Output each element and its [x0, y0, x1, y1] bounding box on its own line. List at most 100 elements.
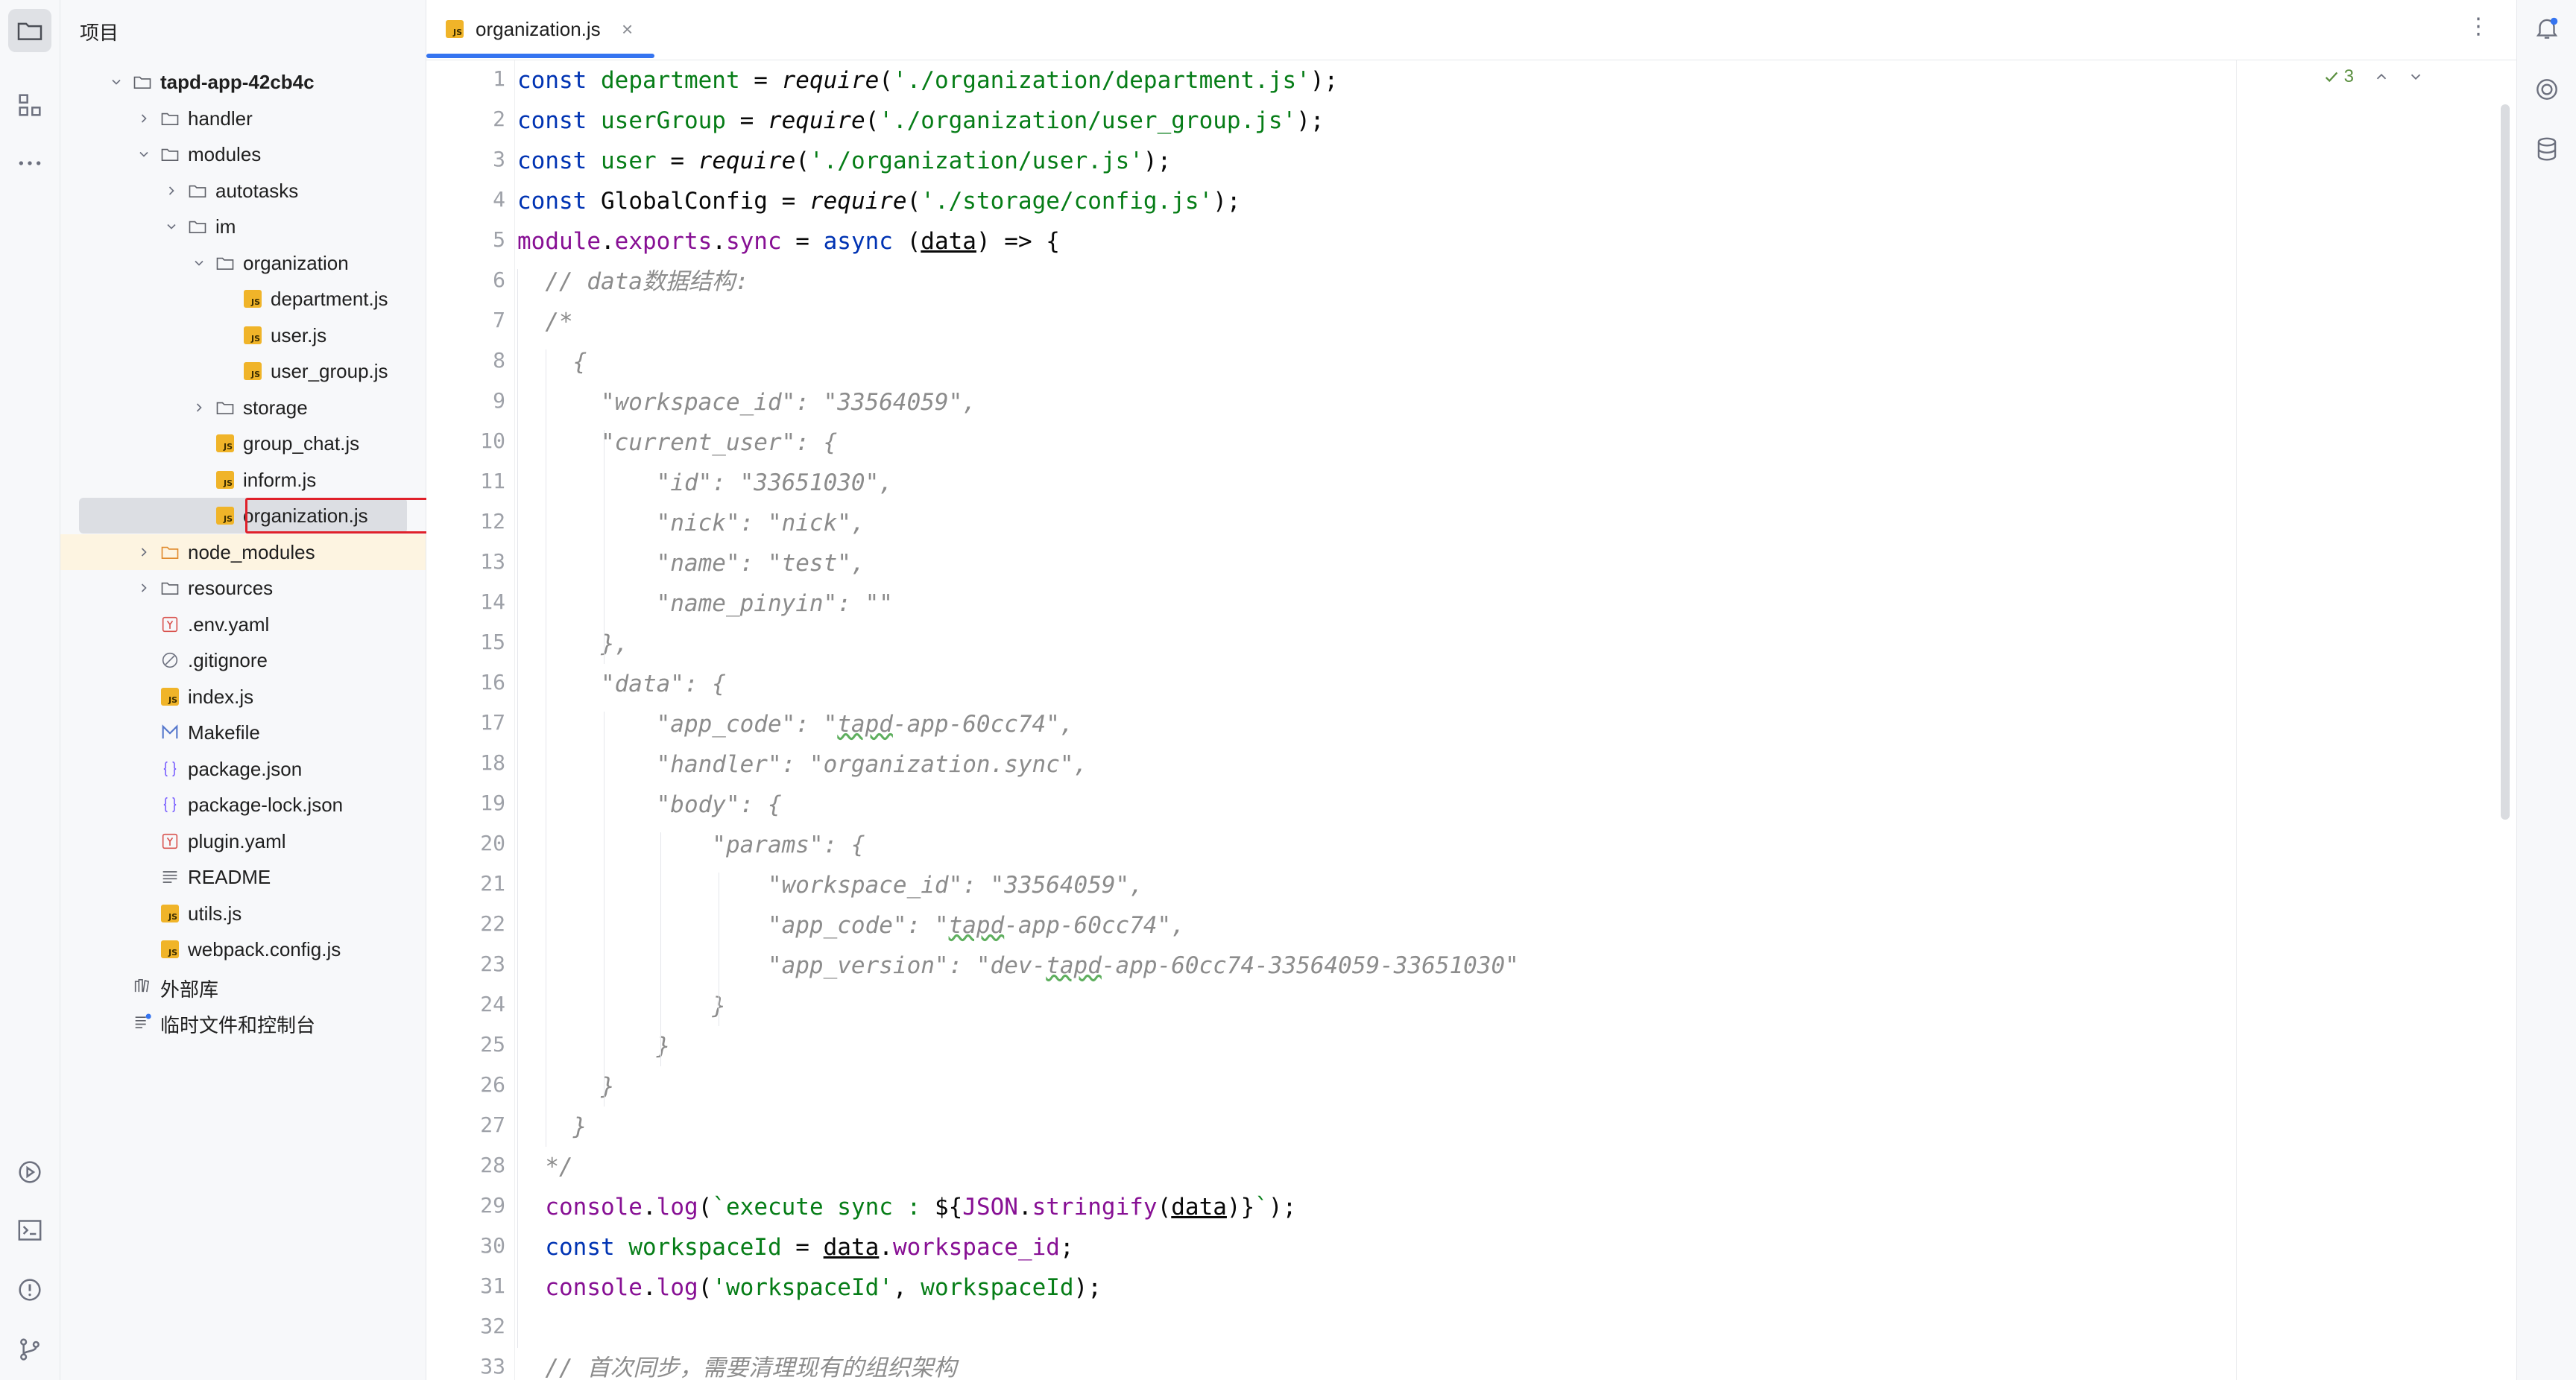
tree-item-modules[interactable]: modules	[60, 136, 426, 172]
code-line[interactable]: const workspaceId = data.workspace_id;	[545, 1234, 1074, 1261]
code-line[interactable]: const department = require('./organizati…	[517, 67, 1339, 94]
tree-item-[interactable]: 临时文件和控制台	[60, 1004, 426, 1039]
tree-item-label: modules	[188, 143, 262, 165]
code-line[interactable]: }	[517, 993, 726, 1019]
code-line[interactable]: "name_pinyin": ""	[517, 590, 893, 617]
chevron-right-icon[interactable]	[136, 580, 152, 596]
tree-item-tapd-app-42cb4c[interactable]: tapd-app-42cb4c	[60, 64, 426, 100]
code-line[interactable]: "current_user": {	[517, 429, 838, 456]
code-line[interactable]: }	[517, 1033, 671, 1060]
structure-tool-button[interactable]	[8, 83, 51, 127]
chevron-down-icon[interactable]	[2408, 69, 2424, 85]
tree-item-label: .gitignore	[188, 649, 268, 671]
tree-item-package-json[interactable]: package.json	[60, 751, 426, 787]
tab-more-icon[interactable]: ⋮	[2467, 14, 2490, 39]
code-line[interactable]: const userGroup = require('./organizatio…	[517, 107, 1325, 134]
chevron-down-icon[interactable]	[191, 255, 207, 271]
ai-assistant-button[interactable]	[2529, 72, 2565, 107]
tree-item-im[interactable]: im	[60, 209, 426, 244]
tree-item-package-lock-json[interactable]: package-lock.json	[60, 787, 426, 823]
code-line[interactable]: const user = require('./organization/use…	[517, 148, 1172, 174]
database-button[interactable]	[2529, 131, 2565, 167]
code-line[interactable]: */	[545, 1153, 573, 1180]
code-line[interactable]: "params": {	[517, 832, 865, 858]
code-line[interactable]: "handler": "organization.sync",	[517, 751, 1088, 778]
line-number: 33	[480, 1354, 505, 1379]
tree-item-env-yaml[interactable]: .env.yaml	[60, 607, 426, 642]
tab-organization-js[interactable]: JS organization.js ×	[426, 0, 654, 60]
tab-close-icon[interactable]: ×	[622, 18, 634, 40]
more-tools-button[interactable]	[8, 142, 51, 185]
tree-item-handler[interactable]: handler	[60, 101, 426, 136]
code-line[interactable]: /*	[545, 308, 573, 335]
tree-item-node-modules[interactable]: node_modules	[60, 534, 426, 570]
tree-item-label: group_chat.js	[243, 432, 360, 455]
json-file-icon	[160, 759, 180, 779]
tree-item-[interactable]: 外部库	[60, 968, 426, 1004]
line-number: 23	[480, 952, 505, 976]
tree-item-makefile[interactable]: Makefile	[60, 715, 426, 750]
inspection-widget[interactable]: 3	[2323, 66, 2424, 87]
tree-item-autotasks[interactable]: autotasks	[60, 173, 426, 209]
git-tool-button[interactable]	[8, 1328, 51, 1371]
tree-item-label: package.json	[188, 757, 303, 780]
notifications-button[interactable]	[2529, 10, 2565, 46]
tree-item-plugin-yaml[interactable]: plugin.yaml	[60, 823, 426, 859]
code-line[interactable]: module.exports.sync = async (data) => {	[517, 228, 1060, 255]
vertical-scrollbar[interactable]	[2501, 104, 2510, 820]
line-number: 22	[480, 911, 505, 936]
code-line[interactable]: }	[517, 1113, 587, 1140]
terminal-tool-button[interactable]	[8, 1209, 51, 1252]
js-file-icon: JS	[215, 505, 236, 526]
tree-item-label: node_modules	[188, 540, 315, 563]
code-line[interactable]: "app_version": "dev-tapd-app-60cc74-3356…	[517, 952, 1519, 979]
chevron-right-icon[interactable]	[163, 183, 180, 199]
code-line[interactable]: // 首次同步，需要清理现有的组织架构	[545, 1355, 957, 1380]
code-line[interactable]: "nick": "nick",	[517, 510, 865, 537]
code-line[interactable]: },	[517, 630, 629, 657]
code-line[interactable]: "workspace_id": "33564059",	[517, 389, 976, 416]
chevron-right-icon[interactable]	[191, 399, 207, 416]
code-line[interactable]: "app_code": "tapd-app-60cc74",	[517, 912, 1185, 939]
chevron-right-icon[interactable]	[136, 110, 152, 127]
tree-item-resources[interactable]: resources	[60, 570, 426, 606]
chevron-down-icon[interactable]	[108, 74, 124, 90]
code-line[interactable]: "data": {	[517, 671, 726, 697]
tree-item-readme[interactable]: README	[60, 859, 426, 895]
project-tool-button[interactable]	[8, 9, 51, 52]
problems-tool-button[interactable]	[8, 1268, 51, 1311]
tree-item-storage[interactable]: storage	[60, 390, 426, 425]
tree-item-organization[interactable]: organization	[60, 245, 426, 281]
line-number: 27	[480, 1112, 505, 1137]
chevron-down-icon[interactable]	[136, 146, 152, 162]
code-line[interactable]: // data数据结构:	[545, 268, 749, 295]
activity-bar	[0, 0, 60, 1380]
code-line[interactable]: "id": "33651030",	[517, 469, 893, 496]
run-tool-button[interactable]	[8, 1150, 51, 1194]
chevron-right-icon[interactable]	[136, 544, 152, 560]
code-line[interactable]: "app_code": "tapd-app-60cc74",	[517, 711, 1074, 738]
excluded-folder-icon	[160, 542, 180, 563]
code-line[interactable]: const GlobalConfig = require('./storage/…	[517, 188, 1241, 215]
code-line[interactable]: "name": "test",	[517, 550, 865, 577]
code-line[interactable]: {	[517, 349, 587, 376]
tree-item-gitignore[interactable]: .gitignore	[60, 642, 426, 678]
code-line[interactable]: console.log('workspaceId', workspaceId);	[545, 1274, 1102, 1301]
code-line[interactable]: }	[517, 1073, 615, 1100]
code-line[interactable]: console.log(`execute sync : ${JSON.strin…	[545, 1194, 1297, 1221]
code-line[interactable]: "body": {	[517, 791, 782, 818]
line-number: 17	[480, 710, 505, 735]
code-line[interactable]: "workspace_id": "33564059",	[517, 872, 1143, 899]
chevron-up-icon[interactable]	[2373, 69, 2390, 85]
chevron-down-icon[interactable]	[163, 218, 180, 235]
